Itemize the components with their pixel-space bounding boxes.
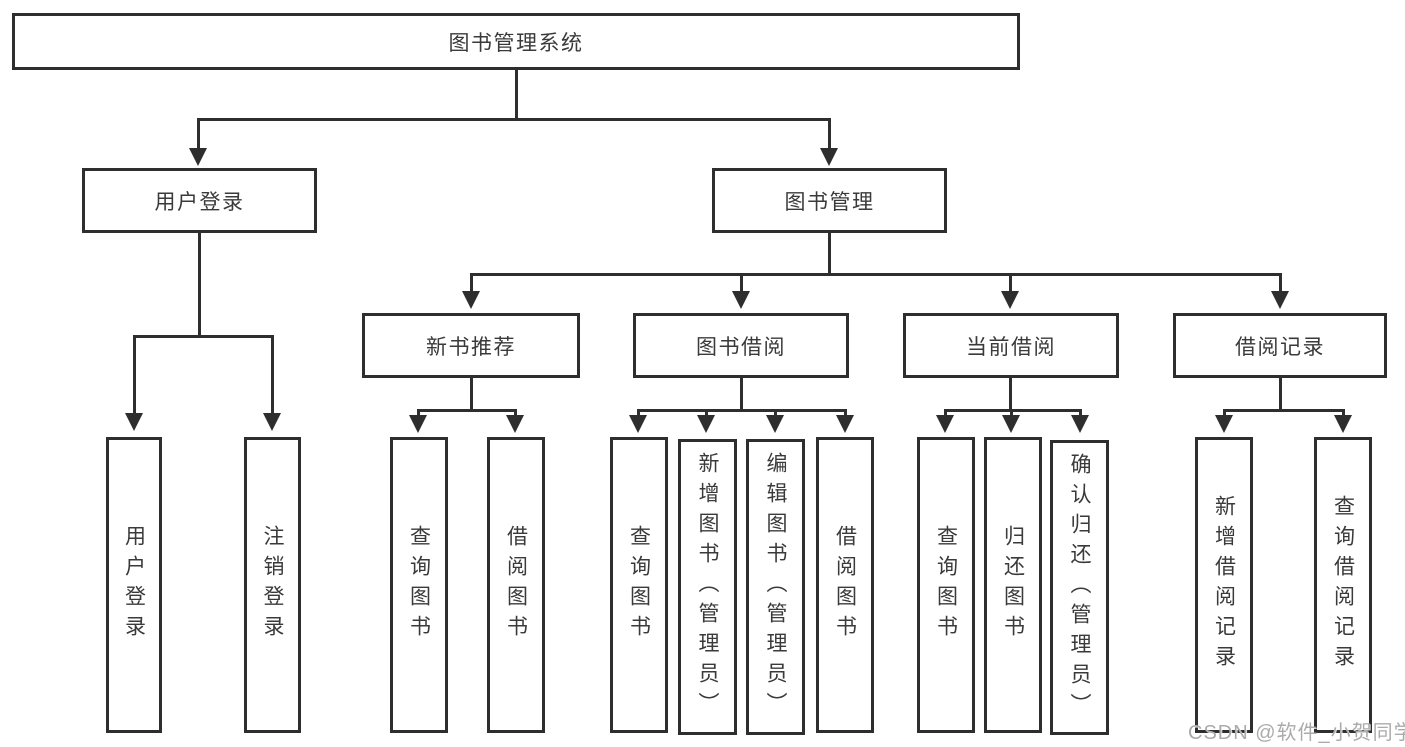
connector-level1-horizontal [197, 118, 831, 121]
leaf-bb-add-books-admin: 新增图书（管理员） [678, 439, 737, 735]
leaf-br-query-record-label: 查询借阅记录 [1331, 495, 1355, 675]
leaf-br-add-record-label: 新增借阅记录 [1212, 495, 1236, 675]
leaf-br-add-record: 新增借阅记录 [1195, 437, 1253, 733]
connector-drop-nb-query [417, 409, 420, 418]
arrowhead-bb-borrow [836, 415, 854, 433]
connector-level3-horizontal [470, 273, 1282, 276]
node-book-management: 图书管理 [712, 168, 947, 233]
connector-drop-login [133, 335, 136, 415]
connector-user-login-stem [198, 233, 201, 337]
connector-drop-bb-edit [774, 409, 777, 418]
node-current-borrowing: 当前借阅 [903, 313, 1119, 378]
node-root-label: 图书管理系统 [448, 31, 584, 55]
leaf-logout-label: 注销登录 [261, 525, 284, 645]
connector-root-trunk [515, 70, 518, 120]
leaf-cb-query-books-label: 查询图书 [934, 525, 958, 645]
connector-drop-nb-borrow [514, 409, 517, 418]
connector-drop-current [1009, 273, 1012, 293]
connector-borrowing-stem [740, 378, 743, 411]
arrowhead-login [125, 413, 143, 431]
connector-drop-br-add [1223, 409, 1226, 418]
node-book-borrowing-label: 图书借阅 [696, 335, 786, 359]
connector-drop-user-login [197, 118, 200, 151]
arrowhead-br-add [1215, 415, 1233, 433]
node-user-login: 用户登录 [82, 168, 317, 233]
arrowhead-user-login [189, 148, 207, 166]
arrowhead-cb-return [1002, 415, 1020, 433]
leaf-nb-borrow-books-label: 借阅图书 [504, 525, 528, 645]
connector-drop-br-query [1342, 409, 1345, 418]
arrowhead-bb-add [697, 415, 715, 433]
leaf-user-login-label: 用户登录 [122, 525, 146, 645]
leaf-logout: 注销登录 [244, 437, 301, 733]
leaf-bb-edit-books-admin-label: 编辑图书（管理员） [764, 452, 787, 722]
leaf-cb-confirm-return-admin: 确认归还（管理员） [1050, 440, 1109, 735]
node-current-borrowing-label: 当前借阅 [966, 335, 1056, 359]
connector-new-book-stem [470, 378, 473, 411]
connector-drop-logout [271, 335, 274, 415]
connector-drop-borrowing [740, 273, 743, 293]
connector-records-horizontal [1223, 409, 1345, 412]
leaf-cb-confirm-return-admin-label: 确认归还（管理员） [1068, 452, 1091, 723]
connector-drop-bb-query [637, 409, 640, 418]
leaf-bb-query-books: 查询图书 [610, 437, 668, 733]
leaf-bb-borrow-books: 借阅图书 [816, 437, 874, 733]
leaf-bb-query-books-label: 查询图书 [627, 525, 651, 645]
node-borrowing-records-label: 借阅记录 [1235, 335, 1325, 359]
arrowhead-logout [263, 413, 281, 431]
connector-drop-bb-borrow [844, 409, 847, 418]
arrowhead-records [1271, 291, 1289, 309]
connector-current-stem [1009, 378, 1012, 411]
leaf-bb-add-books-admin-label: 新增图书（管理员） [696, 452, 719, 722]
connector-new-book-horizontal [417, 409, 517, 412]
connector-drop-cb-return [1010, 409, 1013, 418]
connector-drop-book-mgmt [828, 118, 831, 151]
leaf-nb-borrow-books: 借阅图书 [487, 437, 545, 733]
arrowhead-br-query [1334, 415, 1352, 433]
arrowhead-borrowing [732, 291, 750, 309]
leaf-bb-borrow-books-label: 借阅图书 [833, 525, 857, 645]
arrowhead-bb-edit [766, 415, 784, 433]
leaf-user-login: 用户登录 [106, 437, 162, 733]
node-user-login-label: 用户登录 [154, 190, 245, 214]
connector-drop-cb-query [944, 409, 947, 418]
connector-records-stem [1279, 378, 1282, 411]
connector-drop-records [1279, 273, 1282, 293]
leaf-cb-query-books: 查询图书 [917, 437, 975, 733]
arrowhead-nb-borrow [506, 415, 524, 433]
leaf-bb-edit-books-admin: 编辑图书（管理员） [746, 439, 805, 735]
connector-borrowing-horizontal [637, 409, 846, 412]
connector-drop-cb-confirm [1079, 409, 1082, 418]
leaf-cb-return-books-label: 归还图书 [1001, 525, 1025, 645]
arrowhead-current [1001, 291, 1019, 309]
connector-drop-bb-add [705, 409, 708, 418]
node-new-book-recommend: 新书推荐 [362, 313, 580, 378]
arrowhead-cb-query [936, 415, 954, 433]
arrowhead-cb-confirm [1071, 415, 1089, 433]
node-root: 图书管理系统 [12, 13, 1020, 70]
leaf-cb-return-books: 归还图书 [984, 437, 1042, 733]
leaf-nb-query-books-label: 查询图书 [407, 525, 431, 645]
connector-book-mgmt-stem [828, 233, 831, 276]
arrowhead-nb-query [409, 415, 427, 433]
connector-user-login-horizontal [133, 335, 274, 338]
node-borrowing-records: 借阅记录 [1173, 313, 1387, 378]
node-book-borrowing: 图书借阅 [633, 313, 849, 378]
leaf-br-query-record: 查询借阅记录 [1314, 437, 1372, 733]
node-new-book-recommend-label: 新书推荐 [426, 335, 516, 359]
arrowhead-bb-query [629, 415, 647, 433]
arrowhead-new-book [462, 291, 480, 309]
arrowhead-book-mgmt [820, 148, 838, 166]
connector-drop-new-book [470, 273, 473, 293]
csdn-watermark: CSDN @软件_小贺同学 [1188, 722, 1405, 744]
leaf-nb-query-books: 查询图书 [390, 437, 448, 733]
node-book-management-label: 图书管理 [784, 190, 875, 214]
